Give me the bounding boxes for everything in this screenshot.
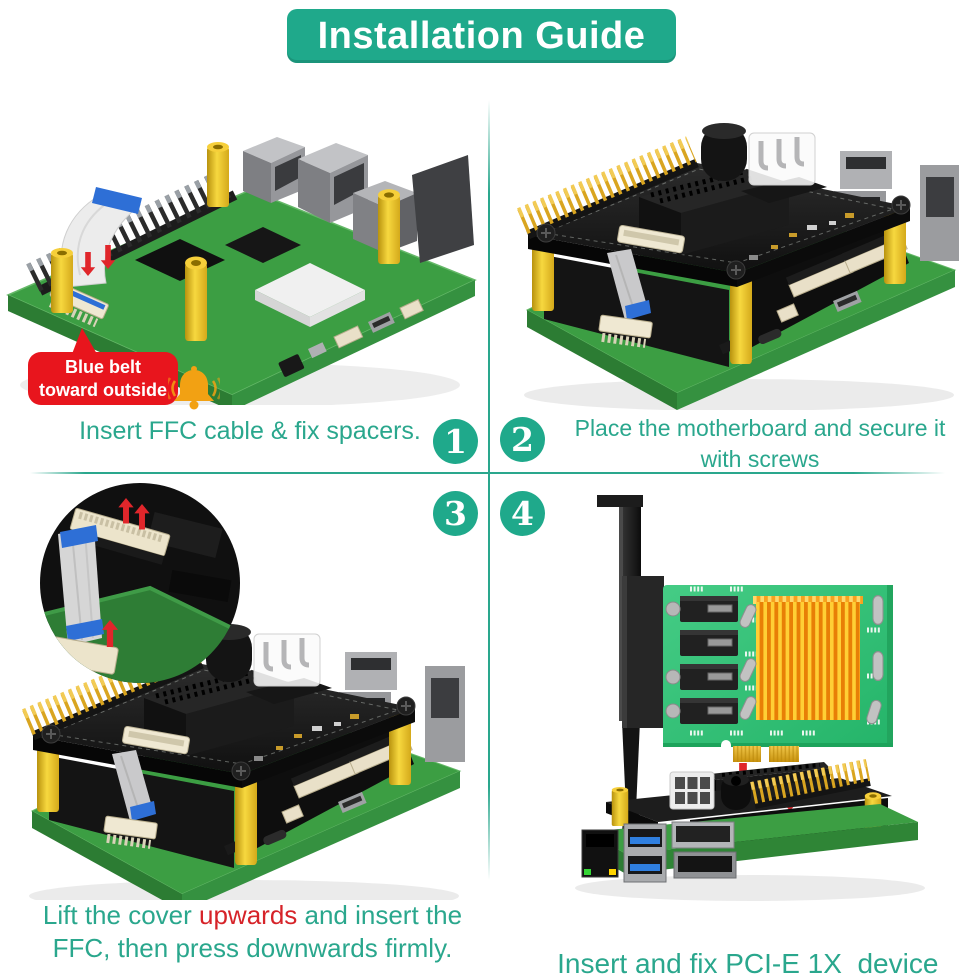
divider-horizontal (30, 472, 945, 474)
pci-bracket (597, 495, 664, 848)
step3-illustration (0, 483, 480, 900)
step3-caption: Lift the cover upwards and insert the FF… (42, 900, 463, 963)
title-banner: Installation Guide (287, 9, 676, 63)
callout-line1: Blue belt (64, 357, 141, 377)
gpio-pins-gold-front (750, 759, 871, 809)
step4-illustration (575, 495, 925, 901)
pcie-card (663, 585, 893, 762)
assembled-pi-with-hat (517, 123, 959, 410)
step2-caption: Place the motherboard and secure it with… (574, 415, 946, 473)
power-connector-6pin (741, 132, 827, 203)
ethernet-port-front (581, 829, 619, 878)
callout-bubble: Blue belt toward outside (28, 328, 178, 405)
usb2-ports-front (671, 821, 737, 879)
step4-caption: Insert and fix PCI-E 1X device (557, 948, 939, 979)
usb3-ports-front (623, 823, 667, 883)
side-port (412, 155, 474, 263)
hat-ffc-connector (617, 224, 686, 254)
bell-icon (168, 366, 220, 410)
callout-line2: toward outside (38, 379, 167, 400)
installation-guide-page: { "title": "Installation Guide", "steps"… (0, 9, 959, 979)
capacitor (701, 123, 747, 181)
step3-number-badge: 3 (433, 491, 478, 536)
step1-number-badge: 1 (433, 419, 478, 464)
highlighted-word: upwards (199, 900, 298, 930)
page-title: Installation Guide (317, 14, 646, 57)
step4-number-badge: 4 (500, 491, 545, 536)
pcie-edge-fingers (721, 740, 799, 762)
usb-header-connectors (665, 596, 738, 724)
step2-number-badge: 2 (500, 417, 545, 462)
step2-illustration (517, 123, 959, 410)
step1-caption: Insert FFC cable & fix spacers. (79, 417, 421, 445)
heatsink (753, 596, 863, 720)
barrel-component (721, 774, 751, 810)
inset-ribbon (58, 525, 104, 646)
divider-vertical (488, 100, 490, 880)
front-edge-connectors (278, 298, 424, 377)
ffc-ribbon (598, 249, 653, 348)
power-connector-6pin-front (669, 771, 715, 810)
pi-assembly-front (575, 759, 925, 901)
magnifier-inset (40, 483, 240, 683)
